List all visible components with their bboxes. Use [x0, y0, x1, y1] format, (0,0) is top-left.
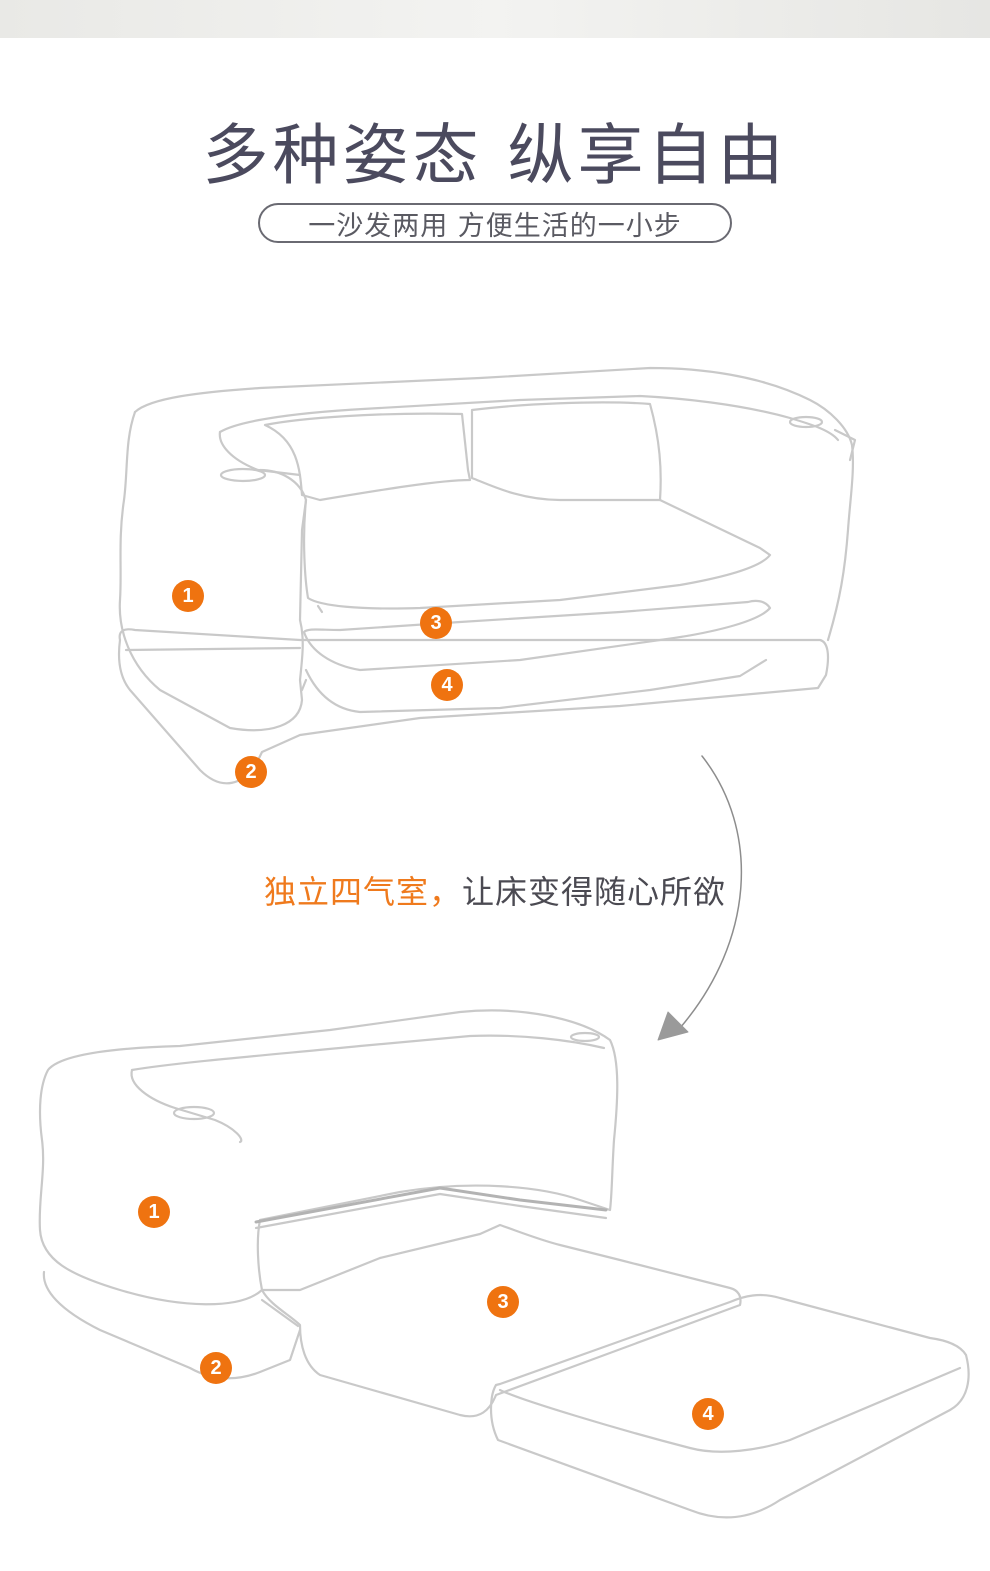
bed-mode-drawing — [38, 1009, 970, 1519]
bed-sofa-body — [38, 1009, 619, 1306]
sofa-back-outline — [133, 366, 855, 642]
sofa-base-outline — [117, 628, 830, 785]
left-cupholder — [219, 467, 267, 483]
back-cushion-right — [470, 401, 662, 502]
badge-chamber-2-sofa: 2 — [235, 756, 267, 788]
transform-arrow — [657, 755, 743, 1041]
caption-highlight: 独立四气室， — [263, 873, 462, 911]
arrow-head-icon — [657, 1011, 689, 1041]
bed-base-left — [42, 1270, 302, 1380]
seat-cushion-4 — [302, 599, 772, 672]
back-cushion-left — [263, 412, 472, 502]
right-cupholder — [788, 415, 824, 429]
badge-chamber-4-bed: 4 — [692, 1398, 724, 1430]
badge-chamber-3-bed: 3 — [487, 1286, 519, 1318]
top-banner-strip — [0, 0, 990, 38]
bed-mattress-3 — [260, 1223, 742, 1418]
seat-cushion-3 — [303, 498, 772, 610]
subtitle-text: 一沙发两用 方便生活的一小步 — [308, 210, 682, 242]
subtitle-pill: 一沙发两用 方便生活的一小步 — [258, 203, 732, 243]
page-title: 多种姿态 纵享自由 — [202, 117, 788, 194]
bed-left-cupholder — [172, 1105, 216, 1121]
badge-chamber-1-bed: 1 — [138, 1196, 170, 1228]
bed-mattress-4 — [489, 1293, 970, 1519]
badge-chamber-1-sofa: 1 — [172, 580, 204, 612]
caption-rest: 让床变得随心所欲 — [462, 873, 727, 911]
badge-chamber-4-sofa: 4 — [431, 669, 463, 701]
sofa-mode-drawing — [117, 366, 857, 785]
chamber-caption: 独立四气室，让床变得随心所欲 — [0, 867, 990, 913]
badge-chamber-2-bed: 2 — [200, 1352, 232, 1384]
sofa-left-armrest — [118, 410, 308, 732]
badge-chamber-3-sofa: 3 — [420, 607, 452, 639]
bed-right-cupholder — [569, 1031, 601, 1043]
